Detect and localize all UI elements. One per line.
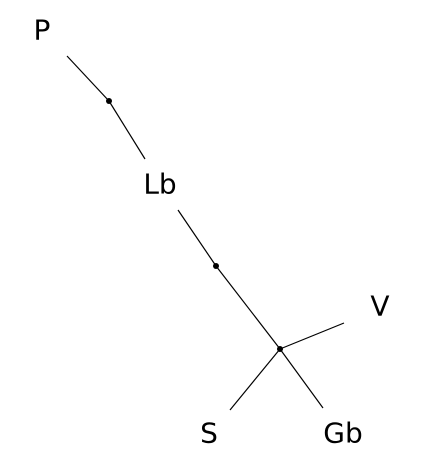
- node-label-v: V: [370, 290, 389, 323]
- junction-node-middle: [213, 263, 219, 269]
- junction-node-lower: [277, 346, 283, 352]
- edge-lb-to-middle-junction: [177, 209, 217, 267]
- node-label-lb: Lb: [143, 168, 176, 201]
- junction-node-upper: [106, 98, 112, 104]
- node-label-s: S: [200, 417, 218, 450]
- edge-upper-junction-to-lb: [108, 100, 146, 160]
- edge-middle-junction-to-lower-junction: [215, 265, 281, 350]
- edge-p-to-upper-junction: [66, 55, 110, 102]
- node-label-gb: Gb: [323, 417, 362, 450]
- edge-lower-junction-to-v: [279, 322, 345, 350]
- edge-lower-junction-to-s: [229, 348, 281, 411]
- edge-lower-junction-to-gb: [279, 348, 324, 409]
- node-label-p: P: [34, 14, 51, 47]
